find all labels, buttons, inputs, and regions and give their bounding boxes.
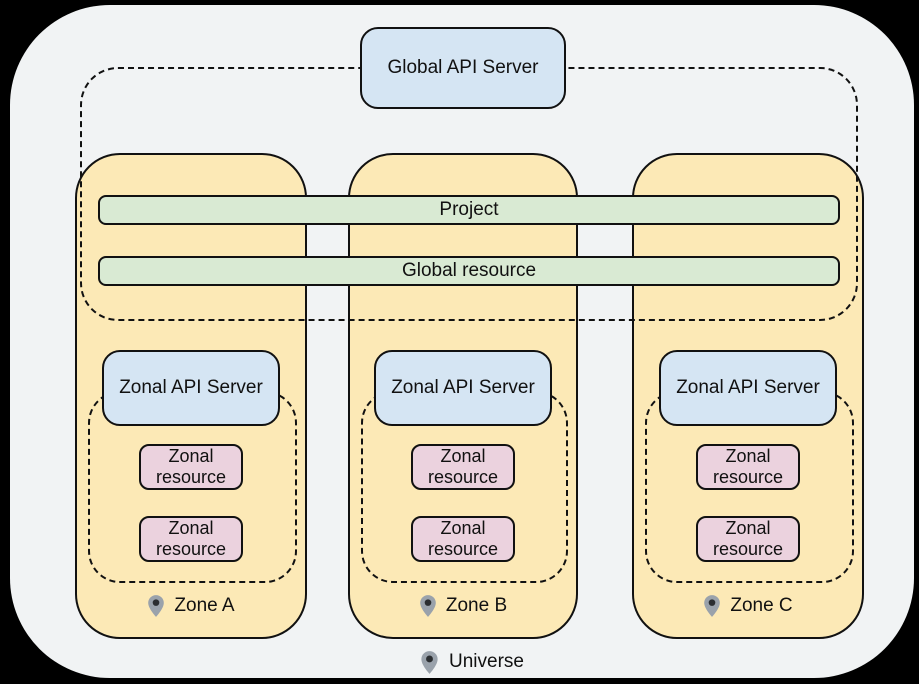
universe-name: Universe [449, 651, 524, 672]
universe-scope: Zonal API Server Zonal resource Zonal re… [10, 5, 914, 678]
global-resource-label: Global resource [401, 260, 537, 281]
global-resource-bar: Global resource [98, 256, 840, 286]
zone-b-label: Zone B [350, 592, 576, 620]
zone-a-zonal-api-server: Zonal API Server [102, 350, 280, 426]
location-pin-icon [420, 650, 439, 675]
zonal-resource-label: Zonal resource [712, 518, 784, 559]
project-bar: Project [98, 195, 840, 225]
global-api-server-label: Global API Server [387, 57, 539, 78]
zonal-resource-label: Zonal resource [427, 518, 499, 559]
zonal-resource-label: Zonal resource [155, 446, 227, 487]
zone-c-zonal-resource-1: Zonal resource [696, 444, 800, 490]
location-pin-icon [147, 594, 165, 618]
universe-label: Universe [20, 647, 919, 677]
zone-name: Zone A [174, 595, 235, 616]
zone-c-container: Zonal API Server Zonal resource Zonal re… [632, 153, 864, 639]
zone-b-zonal-api-server: Zonal API Server [374, 350, 552, 426]
zone-c-zonal-api-server: Zonal API Server [659, 350, 837, 426]
zone-c-zonal-resource-2: Zonal resource [696, 516, 800, 562]
zonal-api-server-label: Zonal API Server [676, 377, 820, 398]
location-pin-icon [419, 594, 437, 618]
zone-b-zonal-resource-1: Zonal resource [411, 444, 515, 490]
zone-name: Zone B [445, 595, 508, 616]
global-api-server: Global API Server [360, 27, 566, 109]
zone-a-zonal-resource-1: Zonal resource [139, 444, 243, 490]
zone-c-label: Zone C [634, 592, 862, 620]
location-pin-icon [703, 594, 721, 618]
zone-b-container: Zonal API Server Zonal resource Zonal re… [348, 153, 578, 639]
zone-name: Zone C [730, 595, 793, 616]
zonal-resource-label: Zonal resource [712, 446, 784, 487]
zonal-resource-label: Zonal resource [155, 518, 227, 559]
zonal-resource-label: Zonal resource [427, 446, 499, 487]
zonal-api-server-label: Zonal API Server [391, 377, 535, 398]
zone-a-container: Zonal API Server Zonal resource Zonal re… [75, 153, 307, 639]
zonal-api-server-label: Zonal API Server [119, 377, 263, 398]
project-label: Project [439, 199, 499, 220]
zone-a-label: Zone A [77, 592, 305, 620]
zone-b-zonal-resource-2: Zonal resource [411, 516, 515, 562]
zone-a-zonal-resource-2: Zonal resource [139, 516, 243, 562]
